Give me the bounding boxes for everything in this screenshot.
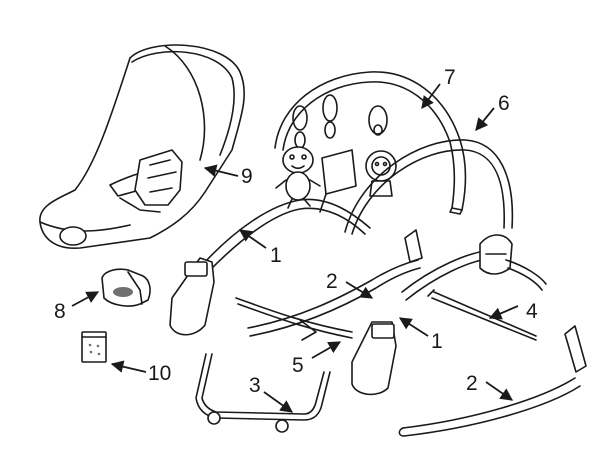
part-upper-arch [344, 139, 514, 235]
callout-6: 6 [498, 92, 510, 115]
part-support-rod [427, 289, 537, 341]
callout-arrows [71, 83, 519, 413]
part-wire-rod [235, 297, 353, 341]
callout-2a: 2 [326, 270, 338, 293]
arrow-4 [488, 305, 519, 320]
callout-5: 5 [292, 354, 304, 377]
callout-4: 4 [526, 300, 538, 323]
part-right-frame [351, 234, 547, 396]
callout-labels: 9 7 6 1 2 4 1 5 2 3 8 10 [54, 66, 538, 397]
part-hardware-bag [81, 331, 107, 363]
callout-9: 9 [241, 165, 253, 188]
part-left-frame [169, 198, 371, 336]
callout-7: 7 [444, 66, 456, 89]
arrow-2a [345, 281, 374, 299]
arrow-10 [110, 360, 147, 373]
arrow-5 [311, 341, 342, 359]
arrow-6 [475, 107, 495, 131]
arrow-8 [71, 291, 100, 307]
part-vibration-unit [101, 268, 151, 307]
part-seat-cover [39, 44, 245, 249]
part-base-u [195, 353, 331, 433]
callout-3: 3 [249, 374, 261, 397]
arrow-9 [203, 164, 239, 177]
arrow-2b [485, 381, 514, 401]
part-toy-bar [274, 71, 467, 215]
arrow-3 [263, 391, 294, 413]
part-base-bar-lower [398, 325, 587, 437]
callout-2b: 2 [466, 372, 478, 395]
arrow-1a [238, 229, 267, 249]
callout-1b: 1 [431, 330, 443, 353]
callout-8: 8 [54, 300, 66, 323]
arrow-1b [398, 317, 429, 337]
callout-1a: 1 [270, 244, 282, 267]
arrow-7 [421, 83, 441, 110]
callout-10: 10 [148, 362, 171, 385]
